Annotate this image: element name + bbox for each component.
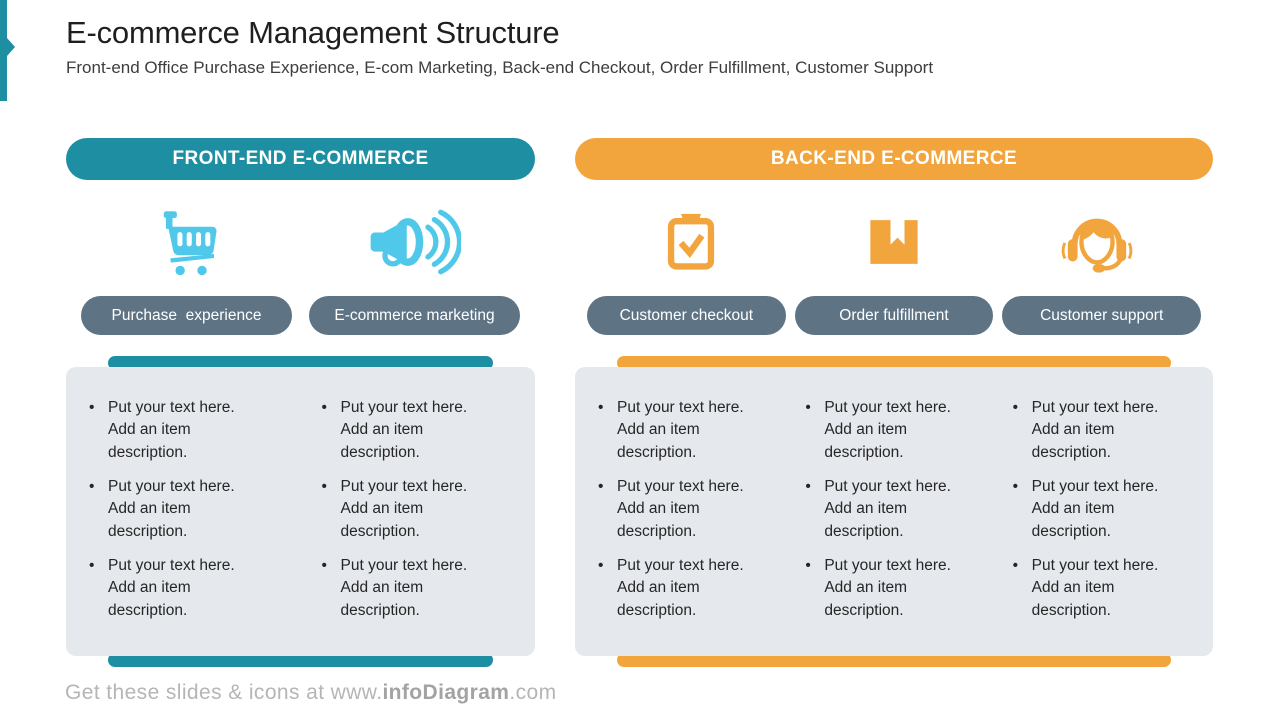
front-end-bottom-strip bbox=[108, 653, 493, 667]
back-end-section-header: BACK-END E-COMMERCE bbox=[575, 138, 1213, 180]
front-end-top-strip bbox=[108, 356, 493, 370]
sections-row: FRONT-END E-COMMERCE bbox=[66, 138, 1213, 667]
back-end-content: Put your text here. Add an item descript… bbox=[575, 356, 1213, 667]
bullet-item: Put your text here. Add an item descript… bbox=[1010, 397, 1199, 464]
slide-edge-accent bbox=[0, 0, 15, 101]
front-end-text-box: Put your text here. Add an item descript… bbox=[66, 367, 535, 656]
customer-support-bullet-list: Put your text here. Add an item descript… bbox=[1006, 397, 1199, 656]
bullet-item: Put your text here. Add an item descript… bbox=[86, 476, 289, 543]
bullet-item: Put your text here. Add an item descript… bbox=[86, 555, 289, 622]
label-pill-order-fulfillment: Order fulfillment bbox=[794, 296, 994, 335]
back-end-bottom-strip bbox=[617, 653, 1171, 667]
back-end-top-strip bbox=[617, 356, 1171, 370]
order-fulfillment-bullet-list: Put your text here. Add an item descript… bbox=[798, 397, 991, 656]
bullet-item: Put your text here. Add an item descript… bbox=[802, 476, 991, 543]
order-package-icon bbox=[866, 215, 922, 269]
front-end-icon-row bbox=[66, 202, 535, 282]
section-front-end: FRONT-END E-COMMERCE bbox=[66, 138, 535, 667]
bullet-item: Put your text here. Add an item descript… bbox=[86, 397, 289, 464]
slide-header: E-commerce Management Structure Front-en… bbox=[66, 15, 933, 78]
bullet-item: Put your text here. Add an item descript… bbox=[802, 397, 991, 464]
label-pill-purchase-experience: Purchase experience bbox=[81, 296, 292, 335]
back-end-text-box: Put your text here. Add an item descript… bbox=[575, 367, 1213, 656]
label-pill-ecommerce-marketing: E-commerce marketing bbox=[309, 296, 520, 335]
bullet-item: Put your text here. Add an item descript… bbox=[319, 397, 522, 464]
support-headset-icon bbox=[1055, 207, 1139, 277]
bullet-item: Put your text here. Add an item descript… bbox=[595, 476, 784, 543]
footer-prefix: Get these slides & icons at www. bbox=[65, 681, 383, 704]
bullet-item: Put your text here. Add an item descript… bbox=[802, 555, 991, 622]
bullet-item: Put your text here. Add an item descript… bbox=[595, 555, 784, 622]
page-subtitle: Front-end Office Purchase Experience, E-… bbox=[66, 58, 934, 77]
bullet-item: Put your text here. Add an item descript… bbox=[1010, 555, 1199, 622]
footer-credit: Get these slides & icons at www.infoDiag… bbox=[65, 681, 556, 705]
label-pill-customer-checkout: Customer checkout bbox=[587, 296, 786, 335]
front-end-content: Put your text here. Add an item descript… bbox=[66, 356, 535, 667]
back-end-label-row: Customer checkout Order fulfillment Cust… bbox=[575, 296, 1213, 335]
section-back-end: BACK-END E-COMMERCE bbox=[575, 138, 1213, 667]
footer-brand: infoDiagram bbox=[382, 681, 510, 704]
front-end-label-row: Purchase experience E-commerce marketing bbox=[66, 296, 535, 335]
megaphone-icon bbox=[361, 208, 461, 276]
checkout-clipboard-icon bbox=[662, 207, 720, 277]
customer-checkout-bullet-list: Put your text here. Add an item descript… bbox=[591, 397, 784, 656]
page-title: E-commerce Management Structure bbox=[66, 15, 560, 50]
shopping-cart-icon bbox=[152, 207, 228, 277]
footer-suffix: .com bbox=[509, 681, 557, 704]
bullet-item: Put your text here. Add an item descript… bbox=[319, 555, 522, 622]
label-pill-customer-support: Customer support bbox=[1002, 296, 1201, 335]
bullet-item: Put your text here. Add an item descript… bbox=[1010, 476, 1199, 543]
bullet-item: Put your text here. Add an item descript… bbox=[595, 397, 784, 464]
bullet-item: Put your text here. Add an item descript… bbox=[319, 476, 522, 543]
ecommerce-marketing-bullet-list: Put your text here. Add an item descript… bbox=[315, 397, 522, 656]
front-end-section-header: FRONT-END E-COMMERCE bbox=[66, 138, 535, 180]
purchase-experience-bullet-list: Put your text here. Add an item descript… bbox=[82, 397, 289, 656]
back-end-icon-row bbox=[575, 202, 1213, 282]
